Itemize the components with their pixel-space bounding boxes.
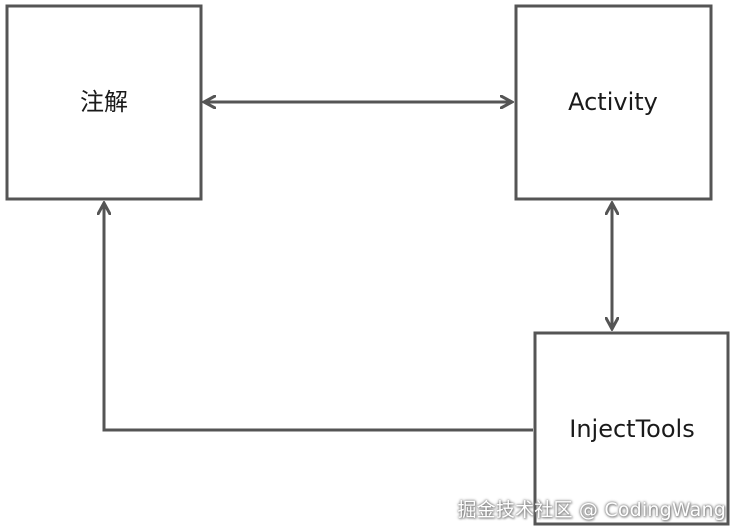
node-annotation-box bbox=[5, 4, 203, 201]
edge-inject-tools-annotation bbox=[104, 203, 533, 432]
watermark-text: 掘金技术社区 @ CodingWang bbox=[457, 499, 726, 521]
node-inject-tools-label: InjectTools bbox=[569, 415, 694, 443]
node-activity-label: Activity bbox=[568, 88, 658, 116]
node-inject-tools: InjectTools bbox=[533, 331, 730, 526]
node-inject-tools-box bbox=[533, 331, 730, 526]
node-activity: Activity bbox=[514, 4, 713, 201]
node-activity-box bbox=[514, 4, 713, 201]
node-annotation: 注解 bbox=[5, 4, 203, 201]
node-annotation-label: 注解 bbox=[80, 88, 128, 116]
